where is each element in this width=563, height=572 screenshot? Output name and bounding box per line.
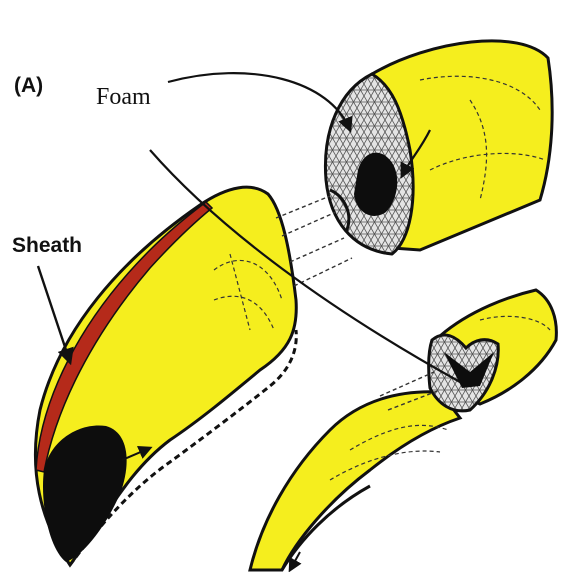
foam-arrow-icon <box>168 73 350 130</box>
foam-label: Foam <box>96 84 151 111</box>
panel-label: (A) <box>14 74 43 98</box>
foam-segment-top <box>325 41 552 254</box>
sheath-arrow-icon <box>38 266 70 362</box>
lower-skin-left <box>250 392 460 570</box>
sheath-label: Sheath <box>12 234 82 258</box>
